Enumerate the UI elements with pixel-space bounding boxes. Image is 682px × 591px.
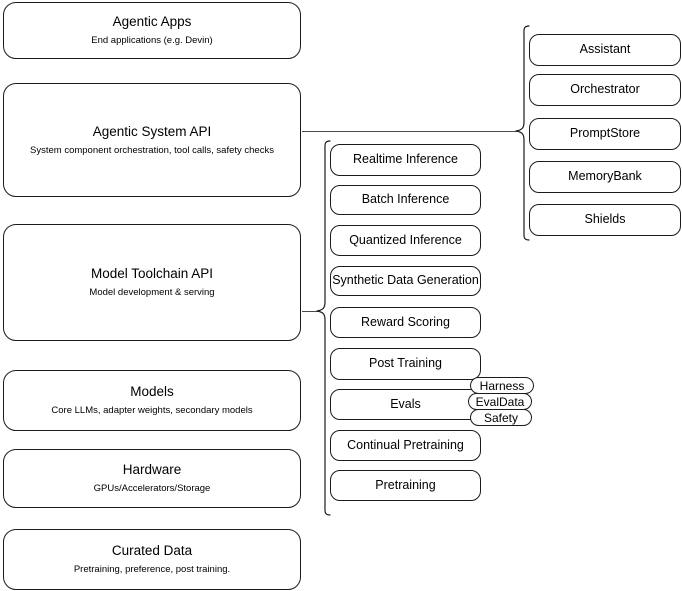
eval-pill-harness[interactable]: Harness: [470, 377, 534, 394]
eval-pill-label: Safety: [483, 410, 519, 425]
brace-toolchain-components: [316, 140, 331, 516]
layer-box-model-toolchain-api[interactable]: Model Toolchain API Model development & …: [3, 224, 301, 341]
toolchain-box-post-training[interactable]: Post Training: [330, 348, 481, 380]
toolchain-label: Quantized Inference: [349, 232, 462, 247]
eval-pill-safety[interactable]: Safety: [470, 409, 532, 426]
eval-pill-label: Harness: [479, 378, 525, 393]
component-box-shields[interactable]: Shields: [529, 204, 681, 236]
component-label: MemoryBank: [568, 169, 642, 184]
layer-title: Hardware: [122, 462, 182, 478]
layer-title: Curated Data: [111, 543, 193, 559]
toolchain-label: Synthetic Data Generation: [332, 273, 479, 288]
component-box-promptstore[interactable]: PromptStore: [529, 118, 681, 150]
eval-pill-evaldata[interactable]: EvalData: [468, 393, 532, 410]
component-box-assistant[interactable]: Assistant: [529, 34, 681, 66]
eval-pill-label: EvalData: [475, 394, 525, 409]
layer-subtitle: Pretraining, preference, post training.: [73, 564, 231, 575]
toolchain-box-evals[interactable]: Evals: [330, 389, 481, 420]
toolchain-box-pretraining[interactable]: Pretraining: [330, 470, 481, 501]
layer-box-hardware[interactable]: Hardware GPUs/Accelerators/Storage: [3, 449, 301, 508]
layer-title: Agentic System API: [92, 123, 212, 139]
toolchain-box-realtime-inference[interactable]: Realtime Inference: [330, 144, 481, 176]
layer-title: Model Toolchain API: [90, 266, 214, 282]
toolchain-box-reward-scoring[interactable]: Reward Scoring: [330, 307, 481, 338]
layer-box-agentic-apps[interactable]: Agentic Apps End applications (e.g. Devi…: [3, 2, 301, 59]
layer-subtitle: System component orchestration, tool cal…: [30, 144, 274, 156]
toolchain-label: Post Training: [369, 356, 442, 371]
layer-subtitle: Model development & serving: [89, 287, 215, 298]
component-label: Shields: [584, 212, 626, 227]
component-box-orchestrator[interactable]: Orchestrator: [529, 74, 681, 106]
component-label: Orchestrator: [570, 82, 640, 97]
connector-line-toolchain-api: [302, 311, 318, 312]
toolchain-label: Evals: [390, 396, 421, 411]
layer-box-models[interactable]: Models Core LLMs, adapter weights, secon…: [3, 370, 301, 431]
layer-box-curated-data[interactable]: Curated Data Pretraining, preference, po…: [3, 529, 301, 590]
toolchain-label: Continual Pretraining: [347, 437, 464, 452]
toolchain-label: Pretraining: [375, 477, 436, 492]
layer-subtitle: End applications (e.g. Devin): [91, 35, 213, 46]
toolchain-box-continual-pretraining[interactable]: Continual Pretraining: [330, 430, 481, 461]
toolchain-label: Realtime Inference: [353, 152, 458, 167]
brace-system-components: [515, 25, 530, 241]
toolchain-box-batch-inference[interactable]: Batch Inference: [330, 185, 481, 215]
toolchain-box-quantized-inference[interactable]: Quantized Inference: [330, 225, 481, 256]
component-label: Assistant: [579, 42, 631, 57]
toolchain-box-synthetic-data-generation[interactable]: Synthetic Data Generation: [330, 266, 481, 296]
component-label: PromptStore: [569, 126, 641, 141]
layer-title: Models: [130, 384, 174, 400]
layer-subtitle: GPUs/Accelerators/Storage: [93, 483, 211, 494]
toolchain-label: Batch Inference: [361, 192, 450, 207]
layer-box-agentic-system-api[interactable]: Agentic System API System component orch…: [3, 83, 301, 197]
layer-title: Agentic Apps: [112, 14, 192, 30]
component-box-memorybank[interactable]: MemoryBank: [529, 161, 681, 193]
connector-line-system-api: [302, 131, 517, 132]
toolchain-label: Reward Scoring: [361, 314, 450, 329]
layer-subtitle: Core LLMs, adapter weights, secondary mo…: [51, 405, 253, 416]
